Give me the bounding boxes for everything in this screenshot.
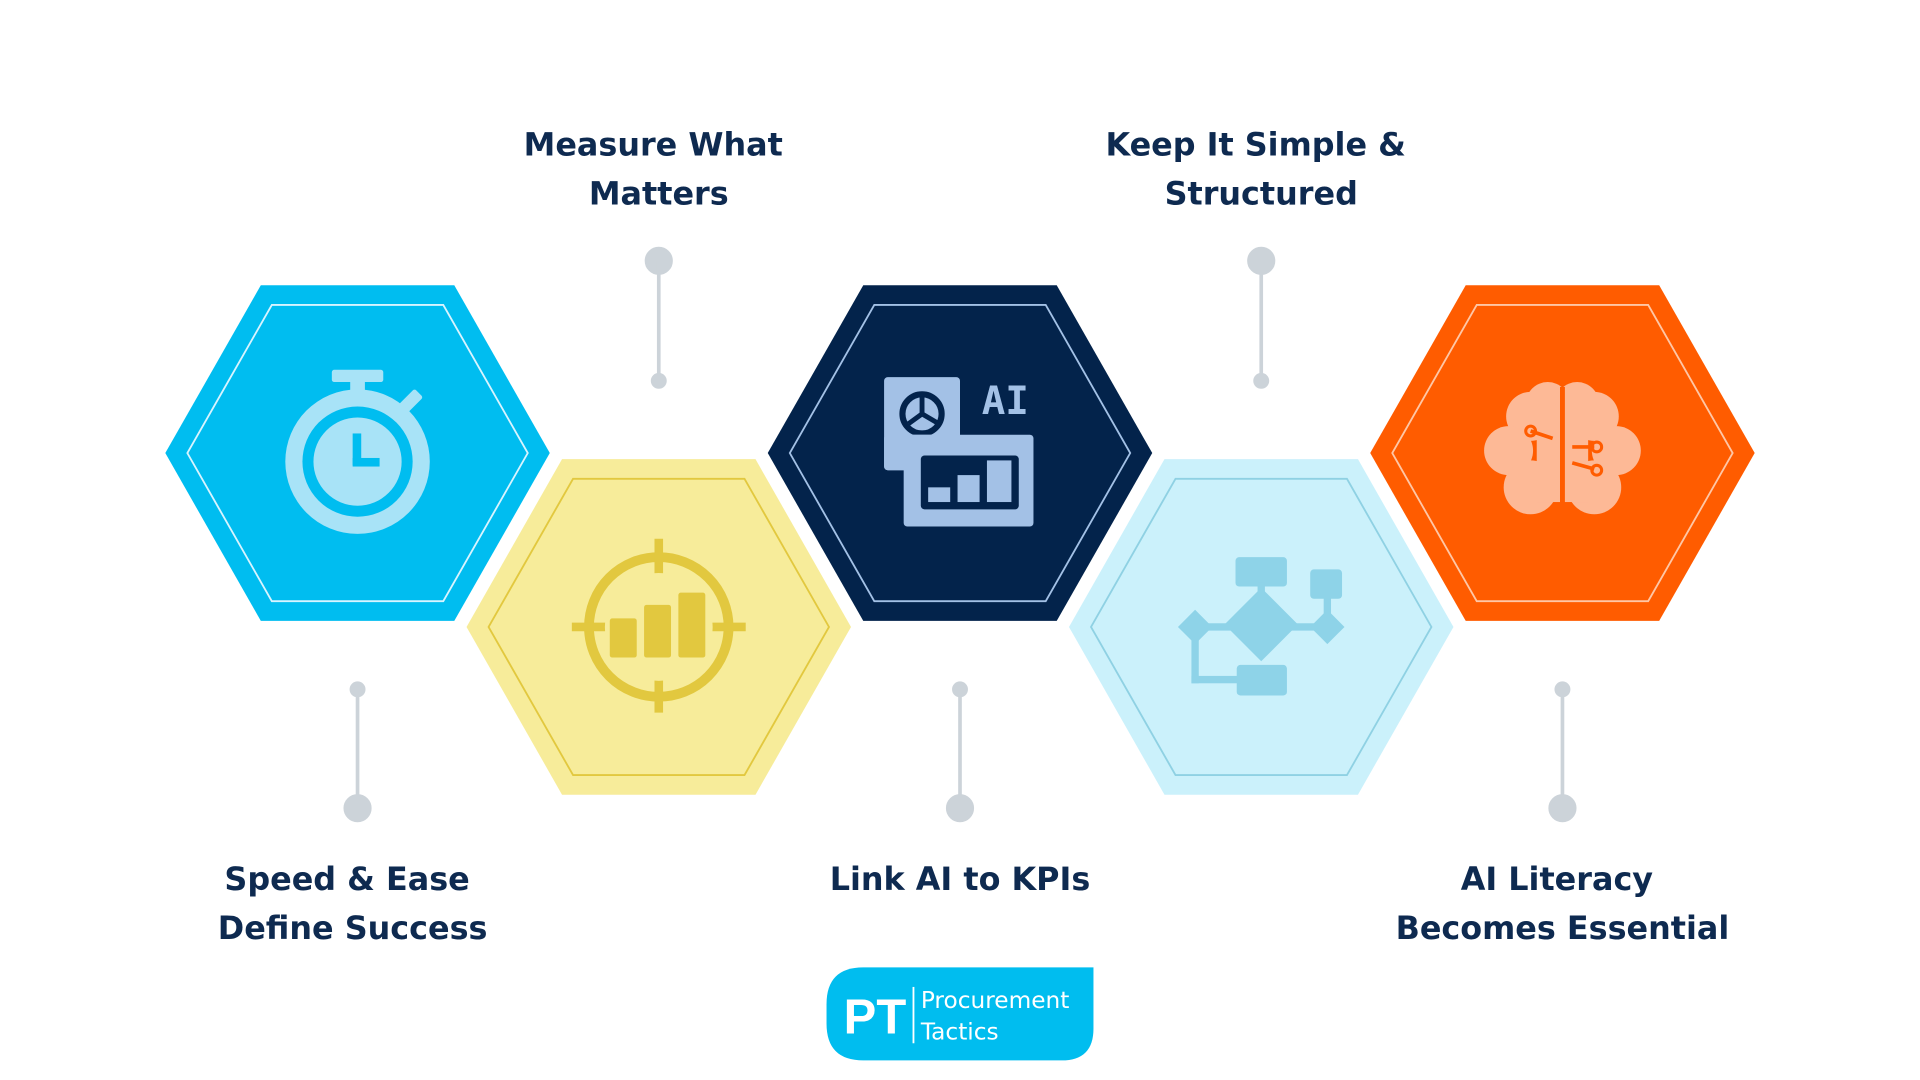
label-link-ai: Link AI to KPIs <box>830 860 1091 898</box>
brain-circuit-icon <box>1484 382 1641 520</box>
connector-top-simple <box>1247 246 1276 389</box>
procurement-tactics-logo: PT Procurement Tactics <box>826 967 1094 1061</box>
label-measure: Measure What Matters <box>524 126 794 213</box>
label-speed-ease: Speed & Ease Define Success <box>218 860 488 947</box>
target-chart-icon <box>571 538 746 713</box>
logo-line1: Procurement <box>921 987 1070 1014</box>
hexagon-keep-simple <box>1068 459 1454 795</box>
logo-line2: Tactics <box>920 1019 999 1046</box>
stopwatch-icon <box>285 369 430 534</box>
connector-bottom-speed <box>343 681 372 823</box>
hexagon-ai-literacy <box>1370 285 1755 621</box>
connector-bottom-literacy <box>1548 681 1577 823</box>
hexagon-link-ai: AI <box>767 285 1153 621</box>
connector-bottom-link <box>945 681 975 823</box>
connectors <box>343 246 1577 823</box>
flowchart-icon <box>1177 557 1345 696</box>
hexagon-speed-ease <box>165 285 550 621</box>
hexagon-measure <box>466 459 852 795</box>
svg-text:AI: AI <box>982 379 1029 424</box>
ai-dashboard-icon: AI <box>884 377 1034 527</box>
connector-top-measure <box>644 246 673 389</box>
logo-initials: PT <box>844 990 907 1044</box>
label-keep-simple: Keep It Simple & Structured <box>1105 126 1417 213</box>
label-ai-literacy: AI Literacy Becomes Essential <box>1396 860 1730 947</box>
